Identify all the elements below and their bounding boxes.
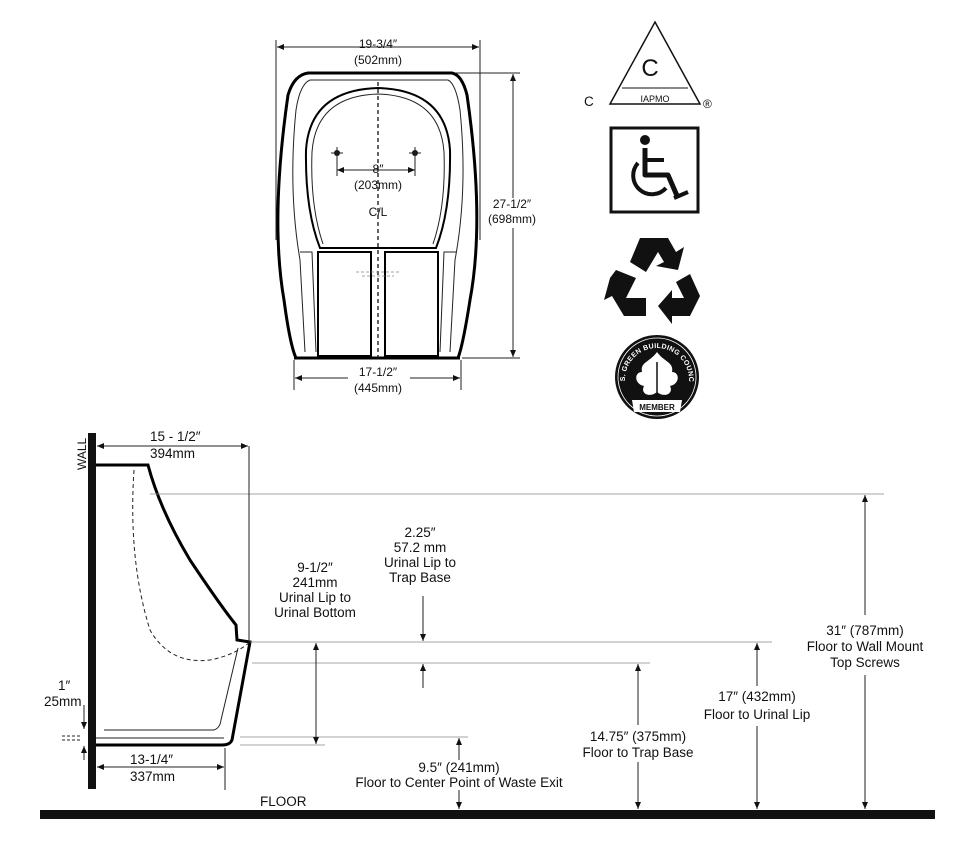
bottom-width-metric: (445mm) [354, 381, 402, 395]
projection-imperial: 15 - 1/2″ [150, 429, 201, 444]
lip-to-bottom-line1: Urinal Lip to [279, 590, 351, 605]
wall-mount-line2: Floor to Wall Mount [807, 639, 924, 654]
base-depth-imperial: 13-1/4″ [130, 752, 173, 767]
iapmo-name: IAPMO [640, 94, 669, 104]
mount-hole-left [331, 147, 343, 176]
usgbc-ring-text: U.S. GREEN BUILDING COUNCIL [0, 0, 694, 382]
side-view-bowl-interior [132, 469, 251, 662]
floor [40, 810, 935, 819]
front-view: 19-3/4″ (502mm) 8″ (203mm) C/L 27-1/2″ (… [275, 37, 540, 395]
waste-exit-line2: Floor to Center Point of Waste Exit [355, 775, 563, 790]
usgbc-member: MEMBER [639, 403, 675, 412]
wall-mount-line3: Top Screws [830, 655, 900, 670]
front-view-right-leg [384, 251, 439, 357]
lip-to-bottom-line2: Urinal Bottom [274, 605, 356, 620]
iapmo-c-left: C [584, 94, 594, 109]
iapmo-badge: C IAPMO C ® [584, 20, 712, 111]
iapmo-registered: ® [703, 97, 712, 111]
bottom-offset-metric: 25mm [44, 694, 82, 709]
mount-hole-right [409, 147, 421, 176]
lip-to-bottom-metric: 241mm [292, 575, 337, 590]
height-imperial: 27-1/2″ [493, 197, 532, 211]
mount-spacing-metric: (203mm) [354, 178, 402, 192]
iapmo-c-letter: C [641, 55, 658, 82]
centerline-label: C/L [369, 205, 388, 219]
floor-label: FLOOR [260, 794, 307, 809]
urinal-lip-line2: Floor to Urinal Lip [704, 707, 811, 722]
bottom-width-imperial: 17-1/2″ [359, 365, 398, 379]
lip-to-trap-line1: Urinal Lip to [384, 555, 456, 570]
front-view-left-leg [317, 251, 372, 357]
side-view: WALL FLOOR 15 - 1/2″ 394mm 9-1/2″ 241mm … [40, 429, 935, 819]
bottom-offset-imperial: 1″ [58, 678, 71, 693]
mount-spacing-imperial: 8″ [373, 162, 385, 176]
wall-label: WALL [75, 437, 89, 470]
projection-metric: 394mm [150, 446, 195, 461]
top-width-imperial: 19-3/4″ [359, 37, 398, 51]
lip-to-trap-metric: 57.2 mm [394, 540, 447, 555]
front-view-rim [292, 79, 464, 353]
trap-base-line1: 14.75″ (375mm) [590, 729, 686, 744]
urinal-lip-line1: 17″ (432mm) [718, 689, 796, 704]
front-view-bowl [304, 86, 452, 249]
lip-to-bottom-imperial: 9-1/2″ [297, 560, 333, 575]
trap-base-line2: Floor to Trap Base [582, 745, 693, 760]
waste-exit-line1: 9.5″ (241mm) [418, 760, 499, 775]
recycle-icon [604, 238, 700, 324]
top-width-metric: (502mm) [354, 53, 402, 67]
wheelchair-icon [609, 126, 700, 214]
height-metric: (698mm) [488, 212, 536, 226]
wall [88, 433, 96, 789]
lip-to-trap-line2: Trap Base [389, 570, 451, 585]
wall-mount-line1: 31″ (787mm) [826, 623, 904, 638]
side-view-outline [96, 463, 252, 747]
base-depth-metric: 337mm [130, 769, 175, 784]
lip-to-trap-imperial: 2.25″ [404, 525, 435, 540]
